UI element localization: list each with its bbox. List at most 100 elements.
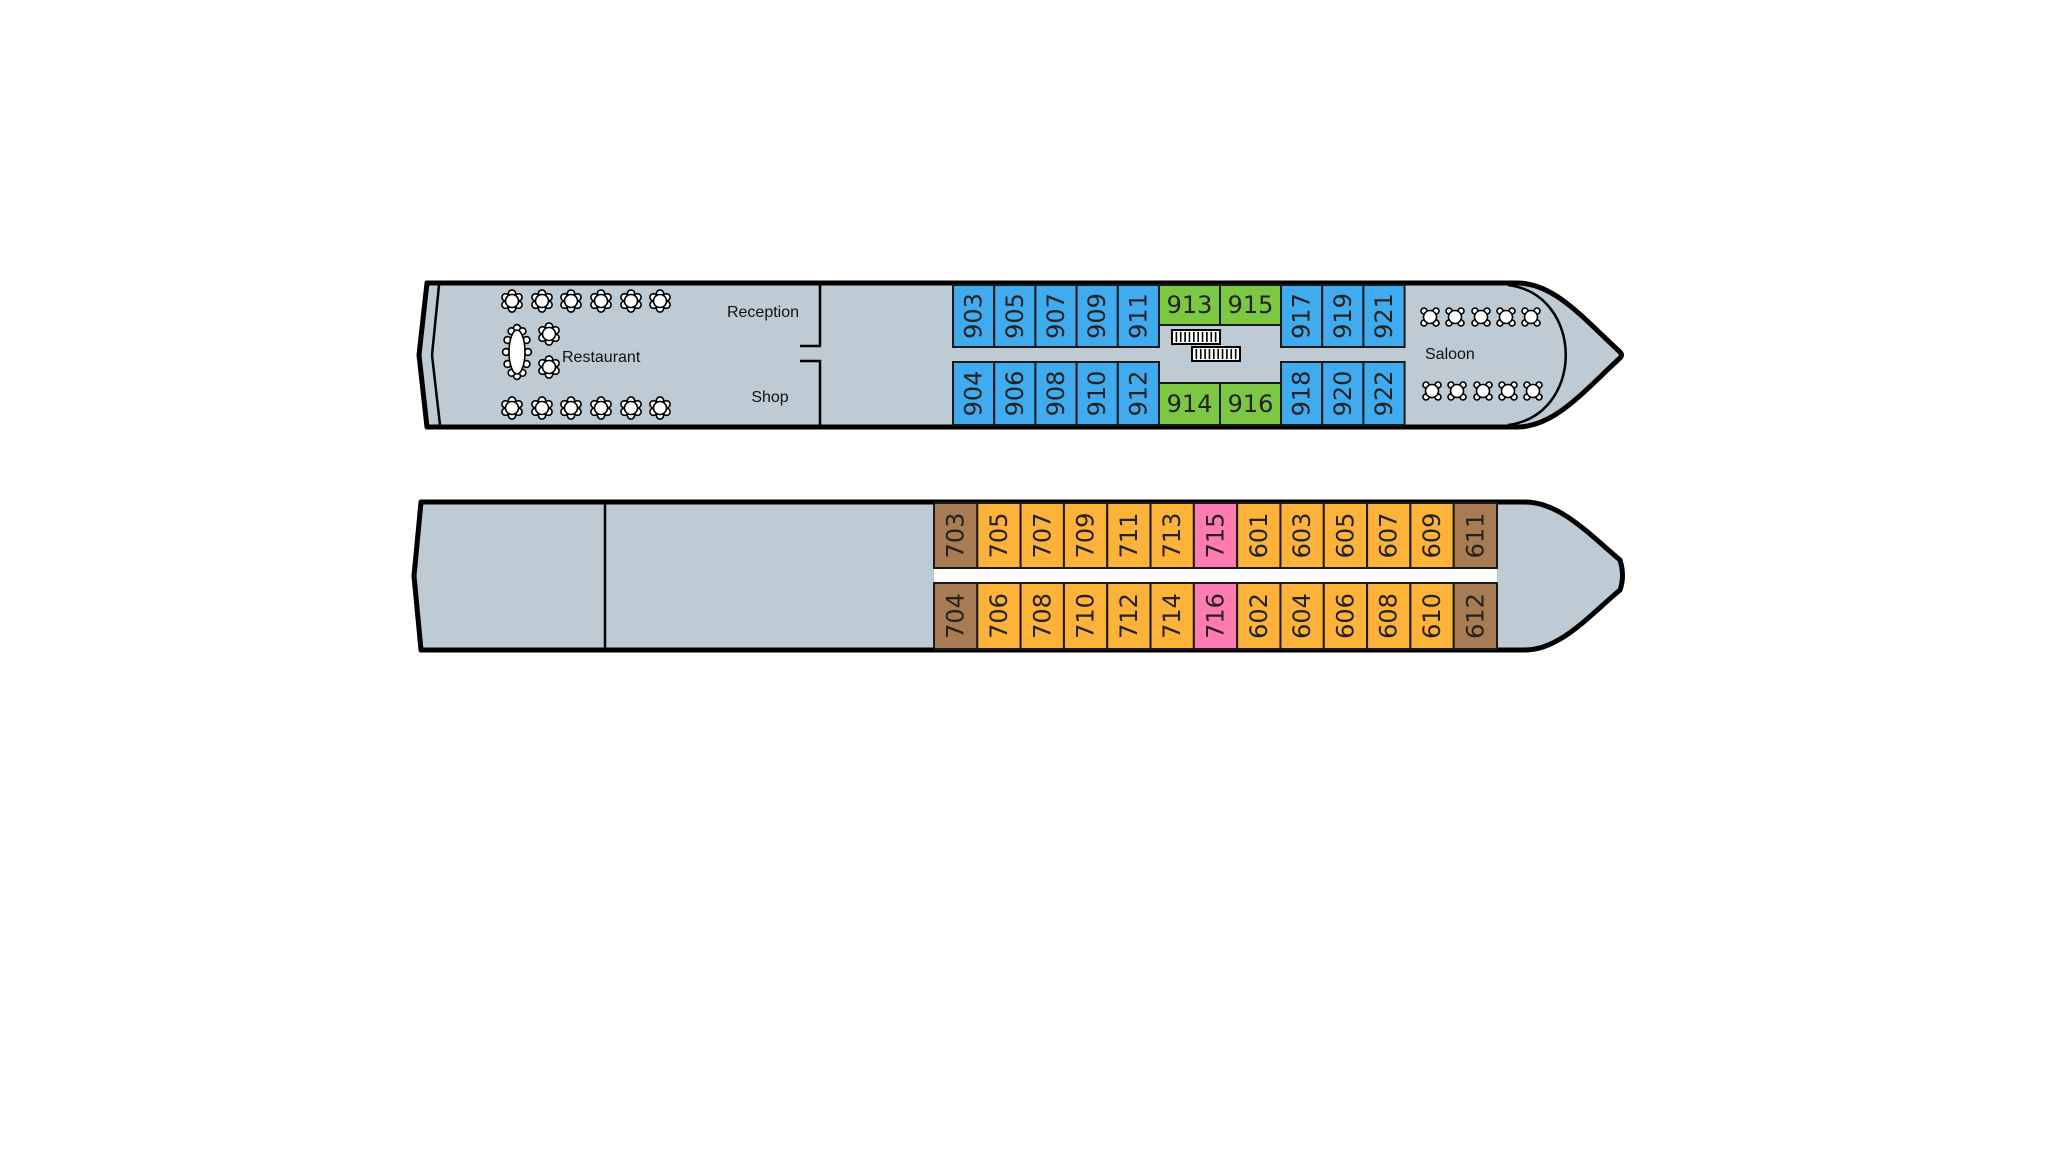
cabin-914[interactable]: 914 bbox=[1158, 382, 1221, 426]
cabin-609[interactable]: 609 bbox=[1409, 502, 1455, 569]
cabin-box[interactable] bbox=[1106, 582, 1152, 650]
cabin-box[interactable] bbox=[1062, 582, 1109, 650]
cabin-box[interactable] bbox=[1075, 361, 1119, 426]
cabin-711[interactable]: 711 bbox=[1106, 502, 1152, 569]
cabin-909[interactable]: 909 bbox=[1075, 284, 1119, 348]
cabin-915[interactable]: 915 bbox=[1219, 284, 1282, 326]
round-table-icon bbox=[590, 396, 612, 420]
cabin-715[interactable]: 715 bbox=[1192, 502, 1239, 569]
cabin-box[interactable] bbox=[1192, 582, 1239, 650]
round-table-icon bbox=[620, 289, 642, 313]
cabin-917[interactable]: 917 bbox=[1280, 284, 1324, 348]
cabin-603[interactable]: 603 bbox=[1279, 502, 1325, 569]
cabin-box[interactable] bbox=[1321, 361, 1365, 426]
cabin-box[interactable] bbox=[933, 502, 979, 569]
cabin-number: 910 bbox=[1083, 371, 1111, 417]
cabin-908[interactable]: 908 bbox=[1034, 361, 1078, 426]
cabin-box[interactable] bbox=[1034, 284, 1078, 348]
cabin-913[interactable]: 913 bbox=[1158, 284, 1221, 326]
cabin-box[interactable] bbox=[1149, 502, 1195, 569]
cabin-920[interactable]: 920 bbox=[1321, 361, 1365, 426]
cabin-box[interactable] bbox=[993, 361, 1037, 426]
cabin-710[interactable]: 710 bbox=[1062, 582, 1109, 650]
cabin-box[interactable] bbox=[1116, 361, 1161, 426]
cabin-box[interactable] bbox=[1236, 582, 1282, 650]
cabin-903[interactable]: 903 bbox=[952, 284, 996, 348]
cabin-611[interactable]: 611 bbox=[1452, 502, 1498, 569]
cabin-712[interactable]: 712 bbox=[1106, 582, 1152, 650]
restaurant-tables bbox=[501, 289, 671, 420]
cabin-number: 606 bbox=[1331, 593, 1359, 639]
cabin-box[interactable] bbox=[1219, 284, 1282, 326]
cabin-705[interactable]: 705 bbox=[976, 502, 1022, 569]
cabin-610[interactable]: 610 bbox=[1409, 582, 1455, 650]
cabin-911[interactable]: 911 bbox=[1116, 284, 1161, 348]
cabin-907[interactable]: 907 bbox=[1034, 284, 1078, 348]
cabin-box[interactable] bbox=[1366, 502, 1412, 569]
cabin-box[interactable] bbox=[1149, 582, 1195, 650]
cabin-box[interactable] bbox=[1409, 502, 1455, 569]
cabin-box[interactable] bbox=[993, 284, 1037, 348]
cabin-904[interactable]: 904 bbox=[952, 361, 996, 426]
cabin-box[interactable] bbox=[1116, 284, 1161, 348]
cabin-number: 708 bbox=[1028, 593, 1056, 639]
cabin-number: 605 bbox=[1331, 513, 1359, 559]
cabin-605[interactable]: 605 bbox=[1322, 502, 1369, 569]
cabin-910[interactable]: 910 bbox=[1075, 361, 1119, 426]
cabin-box[interactable] bbox=[1019, 582, 1065, 650]
cabin-box[interactable] bbox=[1279, 502, 1325, 569]
round-table-icon bbox=[620, 396, 642, 420]
cabin-906[interactable]: 906 bbox=[993, 361, 1037, 426]
cabin-box[interactable] bbox=[1322, 502, 1369, 569]
cabin-704[interactable]: 704 bbox=[933, 582, 979, 650]
cabin-916[interactable]: 916 bbox=[1219, 382, 1282, 426]
cabin-box[interactable] bbox=[1366, 582, 1412, 650]
cabin-box[interactable] bbox=[976, 582, 1022, 650]
cabin-number: 705 bbox=[985, 513, 1013, 559]
cabin-918[interactable]: 918 bbox=[1280, 361, 1324, 426]
cabin-box[interactable] bbox=[1158, 284, 1221, 326]
cabin-box[interactable] bbox=[1192, 502, 1239, 569]
cabin-703[interactable]: 703 bbox=[933, 502, 979, 569]
cabin-714[interactable]: 714 bbox=[1149, 582, 1195, 650]
cabin-708[interactable]: 708 bbox=[1019, 582, 1065, 650]
cabin-707[interactable]: 707 bbox=[1019, 502, 1065, 569]
cabin-919[interactable]: 919 bbox=[1321, 284, 1365, 348]
cabin-713[interactable]: 713 bbox=[1149, 502, 1195, 569]
cabin-602[interactable]: 602 bbox=[1236, 582, 1282, 650]
cabin-716[interactable]: 716 bbox=[1192, 582, 1239, 650]
cabin-box[interactable] bbox=[1219, 382, 1282, 426]
cabin-607[interactable]: 607 bbox=[1366, 502, 1412, 569]
cabin-912[interactable]: 912 bbox=[1116, 361, 1161, 426]
cabin-box[interactable] bbox=[952, 284, 996, 348]
cabin-box[interactable] bbox=[1362, 284, 1406, 348]
cabin-box[interactable] bbox=[1452, 502, 1498, 569]
cabin-box[interactable] bbox=[952, 361, 996, 426]
upper-deck-stern-line bbox=[430, 284, 442, 426]
cabin-box[interactable] bbox=[1279, 582, 1325, 650]
cabin-box[interactable] bbox=[1019, 502, 1065, 569]
cabin-box[interactable] bbox=[1362, 361, 1406, 426]
cabin-922[interactable]: 922 bbox=[1362, 361, 1406, 426]
saloon-bow-arc bbox=[1507, 283, 1567, 427]
cabin-box[interactable] bbox=[1158, 382, 1221, 426]
cabin-921[interactable]: 921 bbox=[1362, 284, 1406, 348]
square-table-icon bbox=[1496, 307, 1516, 327]
cabin-box[interactable] bbox=[1034, 361, 1078, 426]
cabin-604[interactable]: 604 bbox=[1279, 582, 1325, 650]
lower-deck-corridor bbox=[934, 568, 1497, 583]
cabin-905[interactable]: 905 bbox=[993, 284, 1037, 348]
cabin-606[interactable]: 606 bbox=[1322, 582, 1369, 650]
cabin-box[interactable] bbox=[1409, 582, 1455, 650]
cabin-709[interactable]: 709 bbox=[1062, 502, 1109, 569]
cabin-box[interactable] bbox=[1321, 284, 1365, 348]
cabin-box[interactable] bbox=[1106, 502, 1152, 569]
cabin-601[interactable]: 601 bbox=[1236, 502, 1282, 569]
cabin-box[interactable] bbox=[1452, 582, 1498, 650]
cabin-box[interactable] bbox=[1075, 284, 1119, 348]
cabin-612[interactable]: 612 bbox=[1452, 582, 1498, 650]
cabin-706[interactable]: 706 bbox=[976, 582, 1022, 650]
cabin-box[interactable] bbox=[1062, 502, 1109, 569]
cabin-608[interactable]: 608 bbox=[1366, 582, 1412, 650]
cabin-box[interactable] bbox=[1280, 284, 1324, 348]
